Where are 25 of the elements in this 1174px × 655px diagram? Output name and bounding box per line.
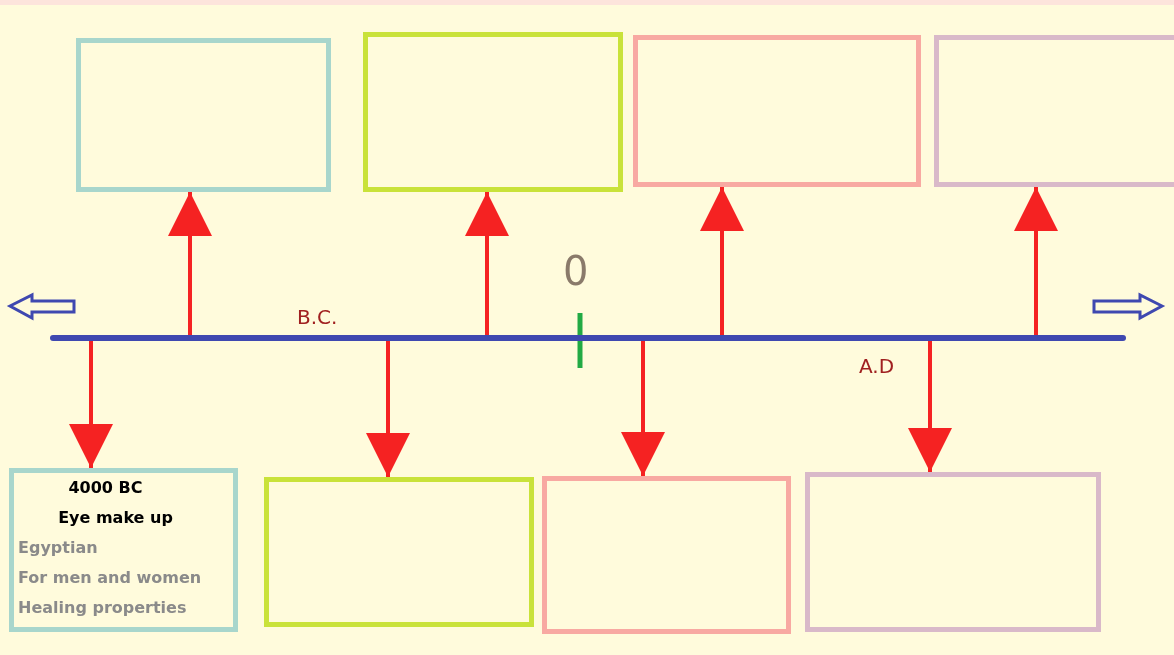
- arrow: [465, 192, 509, 335]
- arrow: [908, 341, 952, 472]
- arrow: [700, 187, 744, 335]
- arrow: [168, 192, 212, 335]
- text-box: [9, 468, 238, 632]
- empty-box: [805, 472, 1101, 632]
- event-title: Eye make up: [58, 508, 173, 527]
- zero-label: 0: [563, 248, 589, 294]
- note-text: Egyptian: [18, 538, 98, 557]
- timeline-line: [50, 335, 1126, 341]
- empty-box: [934, 35, 1174, 187]
- empty-box: [542, 476, 791, 634]
- era-label: A.D: [859, 354, 895, 378]
- arrow: [1014, 187, 1058, 335]
- empty-box: [76, 38, 331, 192]
- empty-box: [264, 477, 534, 627]
- empty-box: [633, 35, 921, 187]
- note-text: Healing properties: [18, 598, 187, 617]
- arrow: [621, 341, 665, 476]
- empty-box: [363, 32, 623, 192]
- era-label: B.C.: [297, 305, 338, 329]
- date-heading: 4000 BC: [68, 478, 143, 497]
- arrow: [69, 341, 113, 468]
- note-text: For men and women: [18, 568, 202, 587]
- arrow: [366, 341, 410, 477]
